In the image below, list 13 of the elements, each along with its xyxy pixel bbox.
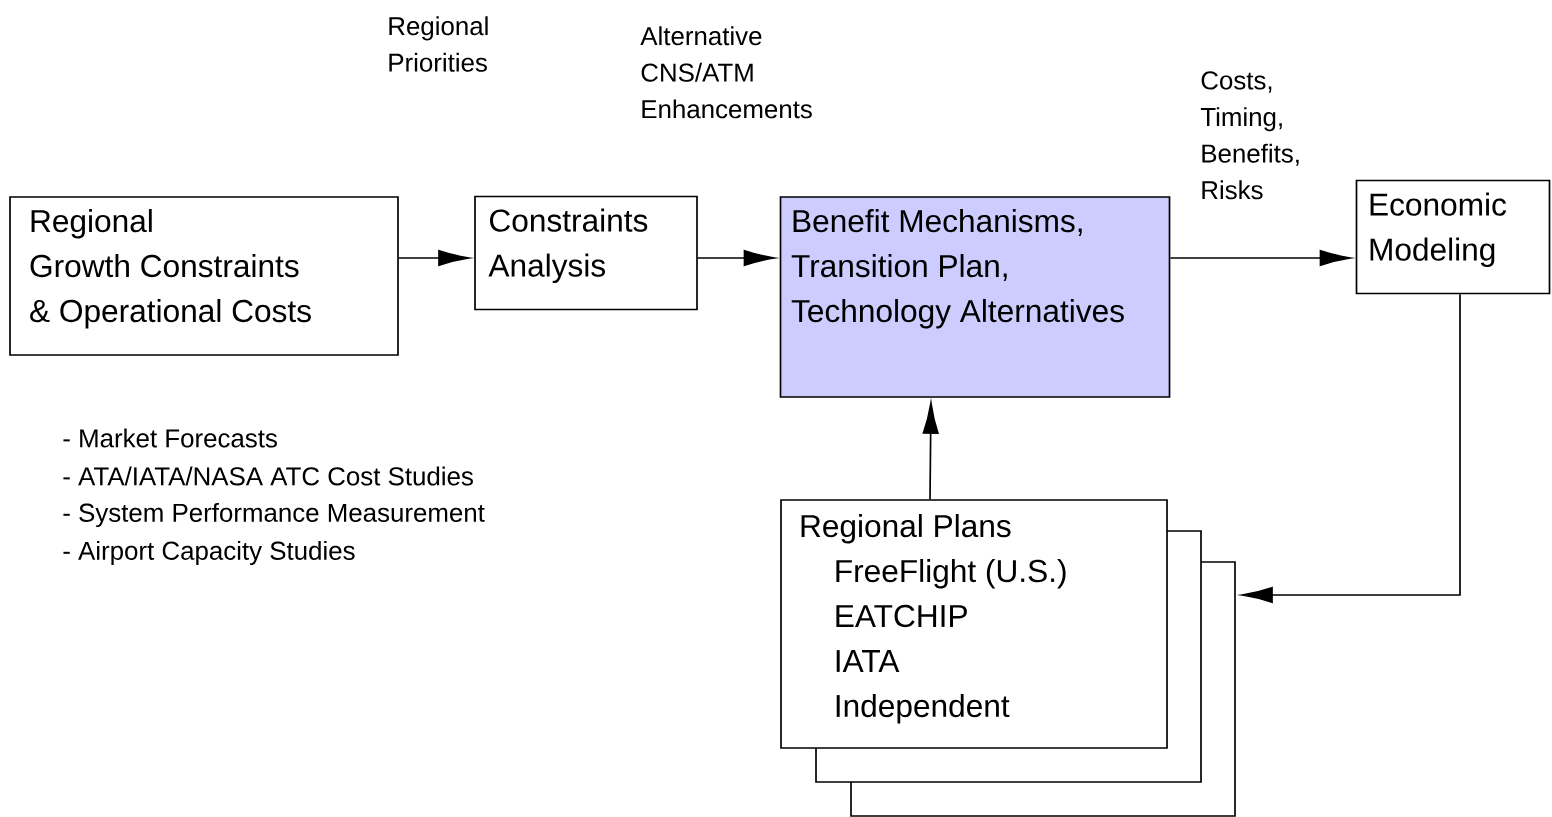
list-item: - ATA/IATA/NASA ATC Cost Studies xyxy=(63,466,473,486)
node-label: Regional Plans xyxy=(801,513,1011,544)
stacked-plan-boxes: Regional Plans FreeFlight (U.S.) EATCHIP IATA Independent xyxy=(780,499,1236,817)
list-item: - System Performance Measurement xyxy=(63,502,485,528)
list-item: - Market Forecasts xyxy=(63,428,277,448)
list-item: - Airport Capacity Studies xyxy=(63,540,355,566)
note-text: Alternative CNS/ATM Enhancements xyxy=(640,26,812,119)
process-box: Economic Modeling xyxy=(1355,179,1551,295)
process-box: Regional Growth Constraints & Operational Costs xyxy=(9,196,399,356)
process-box: Benefit Mechanisms, Transition Plan, Technology Alternatives xyxy=(779,196,1171,398)
note-text: Costs, Timing, Benefits, Risks xyxy=(1200,71,1299,200)
process-box: Constraints Analysis xyxy=(474,195,698,311)
note-text: Regional Priorities xyxy=(389,16,488,72)
